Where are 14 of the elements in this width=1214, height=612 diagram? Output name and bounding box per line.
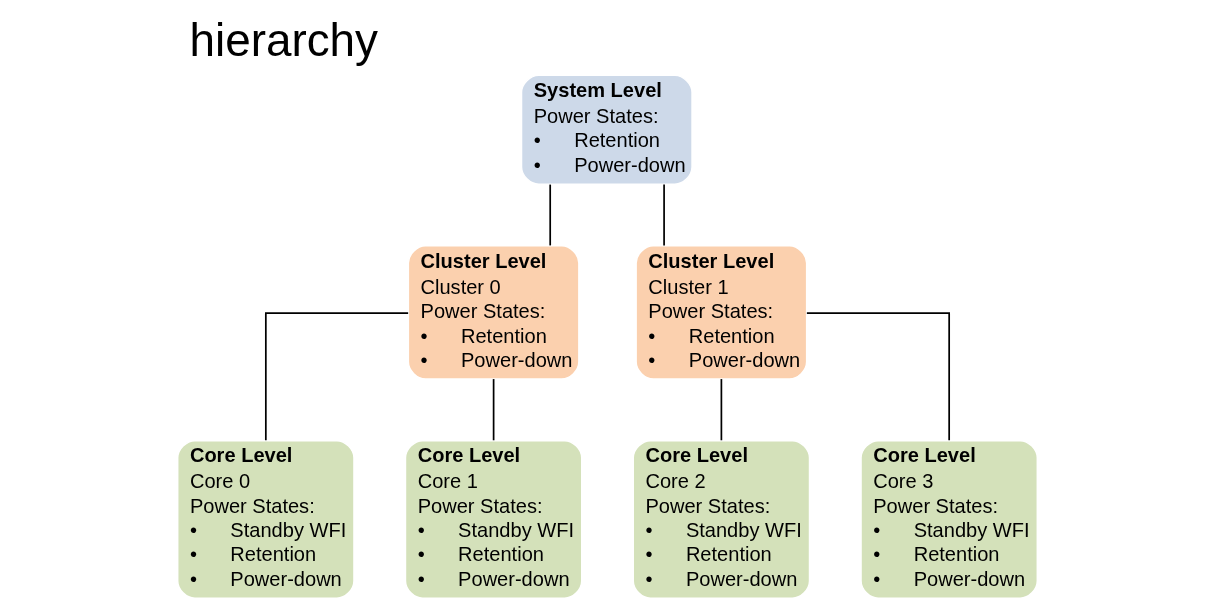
node-box: Cluster Level Cluster 1 Power States: • Retention • Power-down <box>634 245 807 380</box>
connector <box>805 312 950 442</box>
connector <box>720 378 722 442</box>
connector <box>662 183 665 247</box>
connector <box>264 312 409 442</box>
node-box: Core Level Core 0 Power States: • Standby WFI • Retention • Power-down <box>176 439 355 599</box>
node-box: Core Level Core 2 Power States: • Standby WFI • Retention • Power-down <box>632 439 810 599</box>
connector <box>548 183 551 247</box>
node-box: Cluster Level Cluster 0 Power States: • Retention • Power-down <box>407 245 580 380</box>
connector <box>492 378 494 442</box>
node-box: Core Level Core 3 Power States: • Standby WFI • Retention • Power-down <box>859 439 1038 599</box>
diagram-title: hierarchy <box>189 15 378 67</box>
node-box: Core Level Core 1 Power States: • Standby WFI • Retention • Power-down <box>404 439 582 599</box>
node-box: System Level Power States: • Retention • Power-down <box>520 74 693 185</box>
